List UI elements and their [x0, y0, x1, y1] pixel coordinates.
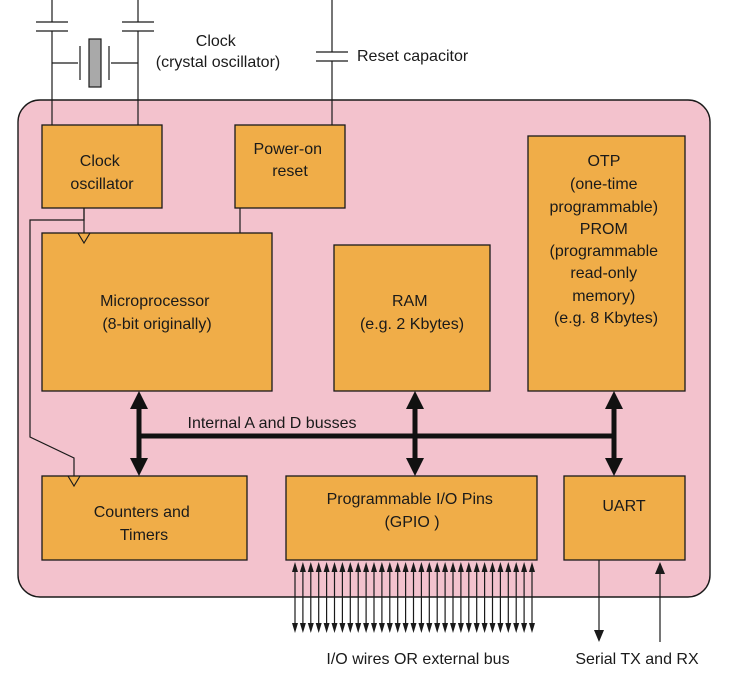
gpio-pin-arrow-down-icon	[481, 623, 488, 633]
gpio-pin-arrow-up-icon	[481, 562, 488, 572]
clock-oscillator-label: Clock oscillator	[70, 153, 134, 193]
gpio-pin-arrow-down-icon	[292, 623, 298, 633]
internal-bus	[130, 391, 623, 476]
io-wires-label: I/O wires OR external bus	[326, 651, 509, 668]
power-on-reset-label: Power-on reset	[254, 141, 327, 180]
gpio-pin-arrow-down-icon	[450, 623, 456, 633]
reset-capacitor-circuit	[316, 0, 348, 125]
gpio-pin-arrow-down-icon	[513, 623, 520, 633]
gpio-pin-arrow-down-icon	[489, 623, 496, 633]
gpio-pin-arrow-up-icon	[418, 562, 425, 572]
crystal-icon	[88, 38, 102, 88]
gpio-pin-arrow-up-icon	[323, 562, 330, 572]
gpio-pin-arrow-down-icon	[505, 623, 512, 633]
timer-clock-triangle-icon	[67, 475, 81, 488]
clock-label: Clock (crystal oscillator)	[156, 33, 280, 71]
gpio-pin-arrow-down-icon	[323, 623, 330, 633]
gpio-pin-arrow-up-icon	[402, 562, 409, 572]
gpio-pin-arrow-down-icon	[402, 623, 409, 633]
gpio-pin-arrow-down-icon	[378, 623, 385, 633]
gpio-pin-arrow-down-icon	[339, 623, 346, 633]
rx-arrow-icon	[655, 562, 665, 574]
gpio-pin-arrow-down-icon	[465, 623, 472, 633]
gpio-pin-arrow-down-icon	[371, 623, 377, 633]
gpio-pin-arrow-down-icon	[394, 623, 401, 633]
gpio-pin-arrow-down-icon	[497, 623, 504, 633]
gpio-pin-arrow-up-icon	[457, 562, 464, 572]
gpio-pin-arrow-up-icon	[363, 562, 370, 572]
ram-block: RAM (e.g. 2 Kbytes)	[333, 244, 491, 392]
gpio-pin-arrow-up-icon	[386, 562, 393, 572]
gpio-pin-arrow-up-icon	[347, 562, 354, 572]
gpio-pin-arrow-up-icon	[426, 562, 433, 572]
gpio-pin-arrow-up-icon	[331, 562, 338, 572]
gpio-pin-arrow-up-icon	[529, 562, 535, 572]
gpio-block: Programmable I/O Pins (GPIO )	[285, 475, 538, 561]
gpio-pin-arrow-down-icon	[299, 623, 306, 633]
gpio-pin-arrow-down-icon	[347, 623, 354, 633]
gpio-pin-arrow-up-icon	[394, 562, 401, 572]
gpio-pin-arrow-up-icon	[497, 562, 504, 572]
tx-arrow-icon	[594, 630, 604, 642]
gpio-label: Programmable I/O Pins (GPIO )	[327, 491, 498, 531]
gpio-pin-arrow-down-icon	[418, 623, 425, 633]
gpio-pin-arrow-up-icon	[355, 562, 362, 572]
uart-label: UART	[602, 498, 645, 515]
gpio-pin-arrow-down-icon	[331, 623, 338, 633]
microprocessor-block: Microprocessor (8-bit originally)	[41, 232, 273, 392]
reset-capacitor-label: Reset capacitor	[357, 48, 469, 65]
gpio-pin-arrow-up-icon	[378, 562, 385, 572]
gpio-pin-arrow-up-icon	[442, 562, 449, 572]
clock-crystal-circuit	[36, 0, 154, 125]
gpio-pin-arrow-down-icon	[307, 623, 314, 633]
gpio-pin-arrow-down-icon	[529, 623, 535, 633]
clock-input-triangle-icon	[77, 232, 91, 245]
clock-distribution-lines	[29, 208, 241, 488]
gpio-pin-wires	[292, 562, 535, 633]
gpio-pin-arrow-down-icon	[315, 623, 322, 633]
otp-prom-block: OTP (one-time programmable) PROM (progra…	[527, 135, 686, 392]
gpio-pin-arrow-down-icon	[442, 623, 449, 633]
gpio-pin-arrow-up-icon	[450, 562, 456, 572]
counters-timers-block: Counters and Timers	[41, 475, 248, 561]
gpio-pin-arrow-up-icon	[371, 562, 377, 572]
gpio-pin-arrow-down-icon	[410, 623, 417, 633]
serial-lines	[594, 560, 665, 642]
gpio-pin-arrow-down-icon	[434, 623, 441, 633]
gpio-pin-arrow-up-icon	[299, 562, 306, 572]
gpio-pin-arrow-down-icon	[457, 623, 464, 633]
gpio-pin-arrow-down-icon	[521, 623, 528, 633]
gpio-pin-arrow-up-icon	[292, 562, 298, 572]
gpio-pin-arrow-up-icon	[307, 562, 314, 572]
serial-label: Serial TX and RX	[575, 651, 699, 668]
gpio-pin-arrow-up-icon	[410, 562, 417, 572]
gpio-pin-arrow-up-icon	[521, 562, 528, 572]
clock-oscillator-block: Clock oscillator	[41, 124, 163, 209]
ram-label: RAM (e.g. 2 Kbytes)	[360, 293, 464, 333]
gpio-pin-arrow-down-icon	[355, 623, 362, 633]
gpio-pin-arrow-down-icon	[473, 623, 480, 633]
uart-block: UART	[563, 475, 686, 561]
otp-prom-label: OTP (one-time programmable) PROM (progra…	[550, 153, 663, 327]
gpio-pin-arrow-up-icon	[489, 562, 496, 572]
microprocessor-label: Microprocessor (8-bit originally)	[100, 293, 214, 333]
gpio-pin-arrow-up-icon	[513, 562, 520, 572]
gpio-pin-arrow-up-icon	[465, 562, 472, 572]
gpio-pin-arrow-up-icon	[473, 562, 480, 572]
bus-label: Internal A and D busses	[188, 415, 357, 432]
gpio-pin-arrow-up-icon	[339, 562, 346, 572]
gpio-pin-arrow-up-icon	[434, 562, 441, 572]
gpio-pin-arrow-down-icon	[426, 623, 433, 633]
gpio-pin-arrow-down-icon	[363, 623, 370, 633]
power-on-reset-block: Power-on reset	[234, 124, 346, 209]
counters-timers-label: Counters and Timers	[94, 504, 195, 544]
gpio-pin-arrow-up-icon	[315, 562, 322, 572]
gpio-pin-arrow-up-icon	[505, 562, 512, 572]
gpio-pin-arrow-down-icon	[386, 623, 393, 633]
